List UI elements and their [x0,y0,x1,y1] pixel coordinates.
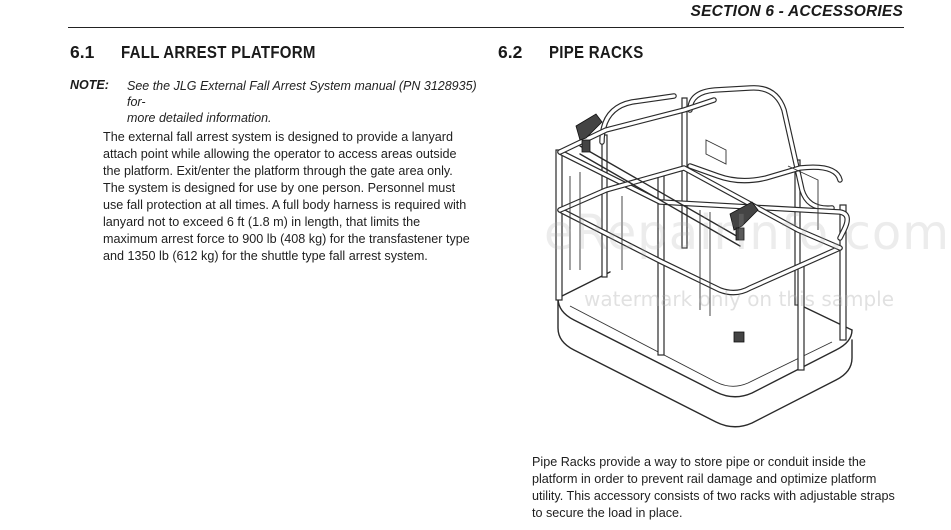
body-line: the platform. Exit/enter the platform th… [103,164,453,178]
note-label: NOTE: [70,78,109,92]
body-line: lanyard not to exceed 6 ft (1.8 m) in le… [103,215,421,229]
body-line: use fall protection at all times. A full… [103,198,467,212]
body-line: platform in order to prevent rail damage… [532,472,877,486]
body-line: utility. This accessory consists of two … [532,489,895,503]
fall-arrest-body-text: The external fall arrest system is desig… [103,129,483,265]
section-title-pipe-racks: PIPE RACKS [549,42,644,62]
body-line: maximum arrest force to 900 lb (408 kg) … [103,232,470,246]
header-section-title: SECTION 6 - ACCESSORIES [690,3,903,20]
note-line: See the JLG External Fall Arrest System … [127,79,477,109]
section-number-6-1: 6.1 [70,42,95,62]
pipe-racks-body-text: Pipe Racks provide a way to store pipe o… [532,454,922,522]
body-line: The system is designed for use by one pe… [103,181,456,195]
section-number-6-2: 6.2 [498,42,523,62]
section-title-fall-arrest: FALL ARREST PLATFORM [121,42,316,62]
body-line: and 1350 lb (612 kg) for the shuttle typ… [103,249,428,263]
note-line: more detailed information. [127,111,272,125]
body-line: The external fall arrest system is desig… [103,130,453,144]
header-rule [68,27,904,28]
body-line: attach point while allowing the operator… [103,147,457,161]
body-line: Pipe Racks provide a way to store pipe o… [532,455,866,469]
pipe-rack-platform-illustration [555,85,853,428]
note-text: See the JLG External Fall Arrest System … [127,78,487,126]
body-line: to secure the load in place. [532,506,683,520]
